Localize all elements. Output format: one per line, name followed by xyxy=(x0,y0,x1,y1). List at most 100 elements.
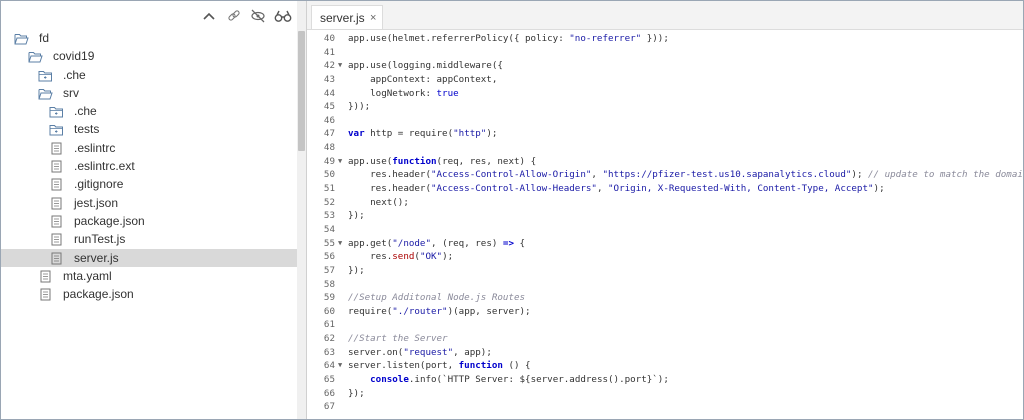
code-token: }); xyxy=(348,387,365,399)
code-line[interactable]: 50 res.header("Access-Control-Allow-Orig… xyxy=(307,168,1023,182)
code-text: })); xyxy=(348,100,370,114)
binoculars-icon[interactable] xyxy=(273,6,293,26)
line-number: 62 xyxy=(323,333,335,345)
file-icon xyxy=(51,252,65,265)
link-icon[interactable] xyxy=(224,6,244,26)
code-line[interactable]: 52 next(); xyxy=(307,196,1023,210)
code-text: logNetwork: true xyxy=(348,87,459,101)
tree-file-runtest-js[interactable]: runTest.js xyxy=(1,230,297,248)
code-line[interactable]: 65 console.info(`HTTP Server: ${server.a… xyxy=(307,373,1023,387)
fold-arrow-icon[interactable]: ▼ xyxy=(338,238,343,247)
chevron-up-icon[interactable] xyxy=(199,6,219,26)
code-token: , xyxy=(591,169,603,181)
line-number: 47 xyxy=(323,128,335,140)
tree-item-label: .eslintrc xyxy=(74,140,116,155)
code-line[interactable]: 61 xyxy=(307,318,1023,332)
code-token: server.listen(port, xyxy=(348,360,459,372)
code-line[interactable]: 49▼app.use(function(req, res, next) { xyxy=(307,155,1023,169)
line-number: 66 xyxy=(323,387,335,399)
code-token: next(); xyxy=(348,196,409,208)
code-line[interactable]: 48 xyxy=(307,141,1023,155)
code-line[interactable]: 42▼ app.use(logging.middleware({ xyxy=(307,59,1023,73)
panel-divider[interactable] xyxy=(306,1,307,419)
line-number: 61 xyxy=(323,319,335,331)
code-token: res.header( xyxy=(348,169,431,181)
code-token: function xyxy=(458,360,503,372)
tree-file-eslintrc[interactable]: .eslintrc xyxy=(1,139,297,157)
code-text: console.info(`HTTP Server: ${server.addr… xyxy=(348,373,669,387)
tree-file-package-json[interactable]: package.json xyxy=(1,285,297,303)
code-line[interactable]: 64▼server.listen(port, function () { xyxy=(307,359,1023,373)
tree-file-eslintrc-ext[interactable]: .eslintrc.ext xyxy=(1,157,297,175)
fold-arrow-icon[interactable]: ▼ xyxy=(338,156,343,165)
code-token: console xyxy=(370,374,409,386)
code-token: logNetwork: xyxy=(348,87,437,99)
line-number: 58 xyxy=(323,278,335,290)
code-line[interactable]: 66}); xyxy=(307,387,1023,401)
code-line[interactable]: 59//Setup Additonal Node.js Routes xyxy=(307,291,1023,305)
code-line[interactable]: 44 logNetwork: true xyxy=(307,87,1023,101)
code-line[interactable]: 46 xyxy=(307,114,1023,128)
code-text: res.send("OK"); xyxy=(348,250,453,264)
code-line[interactable]: 55▼app.get("/node", (req, res) => { xyxy=(307,237,1023,251)
code-token: "/node" xyxy=(392,237,431,249)
code-line[interactable]: 53}); xyxy=(307,209,1023,223)
code-line[interactable]: 56 res.send("OK"); xyxy=(307,250,1023,264)
tree-file-jest-json[interactable]: jest.json xyxy=(1,194,297,212)
tree-folder-tests[interactable]: tests xyxy=(1,120,297,138)
tree-folder-che[interactable]: .che xyxy=(1,102,297,120)
close-icon[interactable]: × xyxy=(370,12,377,24)
tab-server-js[interactable]: server.js × xyxy=(311,5,383,29)
tree-item-label: .che xyxy=(63,67,86,82)
line-number: 46 xyxy=(323,114,335,126)
tree-file-mta-yaml[interactable]: mta.yaml xyxy=(1,267,297,285)
tree-folder-fd[interactable]: fd xyxy=(1,29,297,47)
code-token: function xyxy=(392,155,437,167)
code-line[interactable]: 58 xyxy=(307,278,1023,292)
explorer-scrollbar-thumb[interactable] xyxy=(298,31,305,151)
explorer-scrollbar-track[interactable] xyxy=(297,1,306,419)
line-number: 59 xyxy=(323,292,335,304)
code-token: ( xyxy=(414,251,420,263)
fold-arrow-icon[interactable]: ▼ xyxy=(338,361,343,370)
tab-label: server.js xyxy=(320,11,365,25)
code-token: http = require( xyxy=(364,128,454,140)
code-text: app.use(helmet.referrerPolicy({ policy: … xyxy=(348,32,669,46)
code-token: }); xyxy=(348,264,365,276)
code-line[interactable]: 62//Start the Server xyxy=(307,332,1023,346)
code-token: => xyxy=(502,237,514,249)
tree-file-server-js[interactable]: server.js xyxy=(1,248,297,267)
code-token: )(app, server); xyxy=(447,305,531,317)
folder-open-icon xyxy=(38,87,53,100)
fold-arrow-icon[interactable]: ▼ xyxy=(338,61,343,70)
code-token: "request" xyxy=(403,346,454,358)
code-token: res.header( xyxy=(348,183,431,195)
code-line[interactable]: 51 res.header("Access-Control-Allow-Head… xyxy=(307,182,1023,196)
tree-item-label: mta.yaml xyxy=(63,268,112,283)
line-number: 42 xyxy=(323,60,335,72)
code-line[interactable]: 43 appContext: appContext, xyxy=(307,73,1023,87)
code-token xyxy=(348,374,370,385)
folder-icon xyxy=(49,123,63,136)
hide-icon[interactable] xyxy=(248,6,268,26)
code-token: ); xyxy=(851,169,869,181)
code-line[interactable]: 57}); xyxy=(307,264,1023,278)
tree-folder-srv[interactable]: srv xyxy=(1,84,297,102)
tree-file-gitignore[interactable]: .gitignore xyxy=(1,175,297,193)
tree-folder-che[interactable]: .che xyxy=(1,66,297,84)
folder-open-icon xyxy=(14,32,29,45)
code-token: "Access-Control-Allow-Origin" xyxy=(430,169,592,181)
code-line[interactable]: 67 xyxy=(307,400,1023,414)
code-token: app.use(logging.middleware({ xyxy=(348,60,503,72)
code-line[interactable]: 45})); xyxy=(307,100,1023,114)
tree-file-package-json[interactable]: package.json xyxy=(1,212,297,230)
code-line[interactable]: 54 xyxy=(307,223,1023,237)
tree-folder-covid19[interactable]: covid19 xyxy=(1,47,297,65)
code-line[interactable]: 41 xyxy=(307,46,1023,60)
